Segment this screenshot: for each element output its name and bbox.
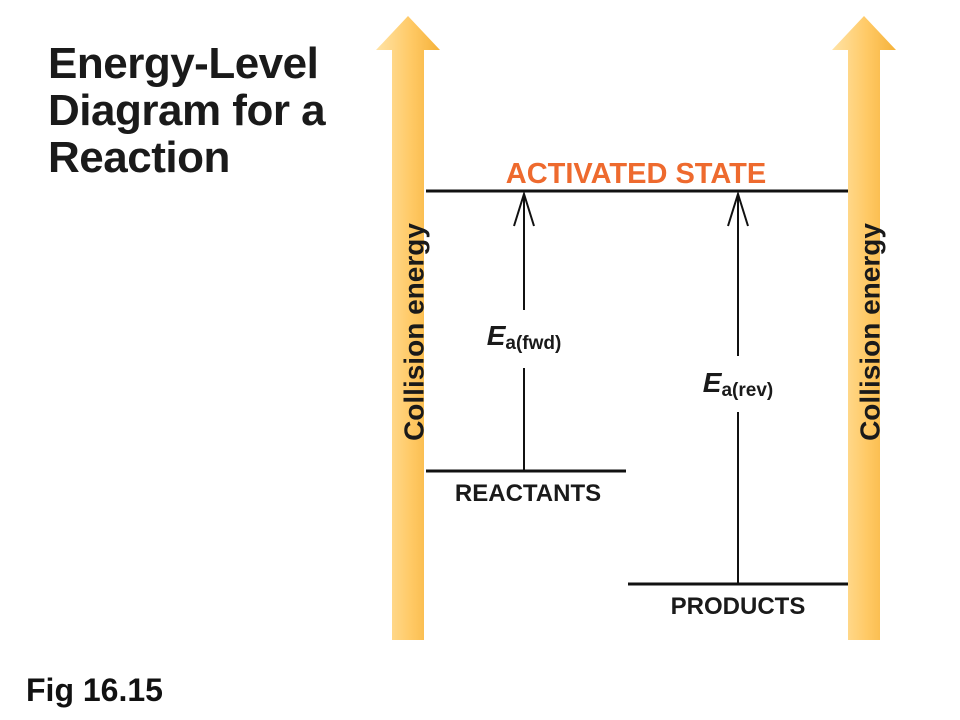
title-line-3: Reaction <box>48 133 230 182</box>
left-arrow-shape <box>376 16 440 640</box>
products-label: PRODUCTS <box>671 593 806 620</box>
reverse-arrow-head <box>727 190 749 227</box>
reverse-activation-arrow: Ea(rev) <box>703 190 773 584</box>
left-axis-label: Collision energy <box>398 223 429 441</box>
reactants-label: REACTANTS <box>455 480 601 507</box>
activated-state-label: ACTIVATED STATE <box>506 158 766 190</box>
left-collision-energy-arrow: Collision energy <box>376 16 440 640</box>
forward-arrow-head <box>513 190 535 227</box>
forward-ea-symbol: E <box>487 320 507 351</box>
forward-ea-subscript: a(fwd) <box>505 333 561 354</box>
figure-label: Fig 16.15 <box>26 672 163 708</box>
reverse-ea-subscript: a(rev) <box>721 380 773 401</box>
title-line-1: Energy-Level <box>48 39 319 88</box>
right-axis-label: Collision energy <box>854 223 885 441</box>
reverse-ea-symbol: E <box>703 367 723 398</box>
right-collision-energy-arrow: Collision energy <box>832 16 896 640</box>
forward-activation-label: Ea(fwd) <box>487 320 562 354</box>
title-line-2: Diagram for a <box>48 86 326 135</box>
reverse-activation-label: Ea(rev) <box>703 367 773 401</box>
right-arrow-shape <box>832 16 896 640</box>
forward-activation-arrow: Ea(fwd) <box>487 190 562 471</box>
diagram-title: Energy-Level Diagram for a Reaction <box>48 40 378 181</box>
